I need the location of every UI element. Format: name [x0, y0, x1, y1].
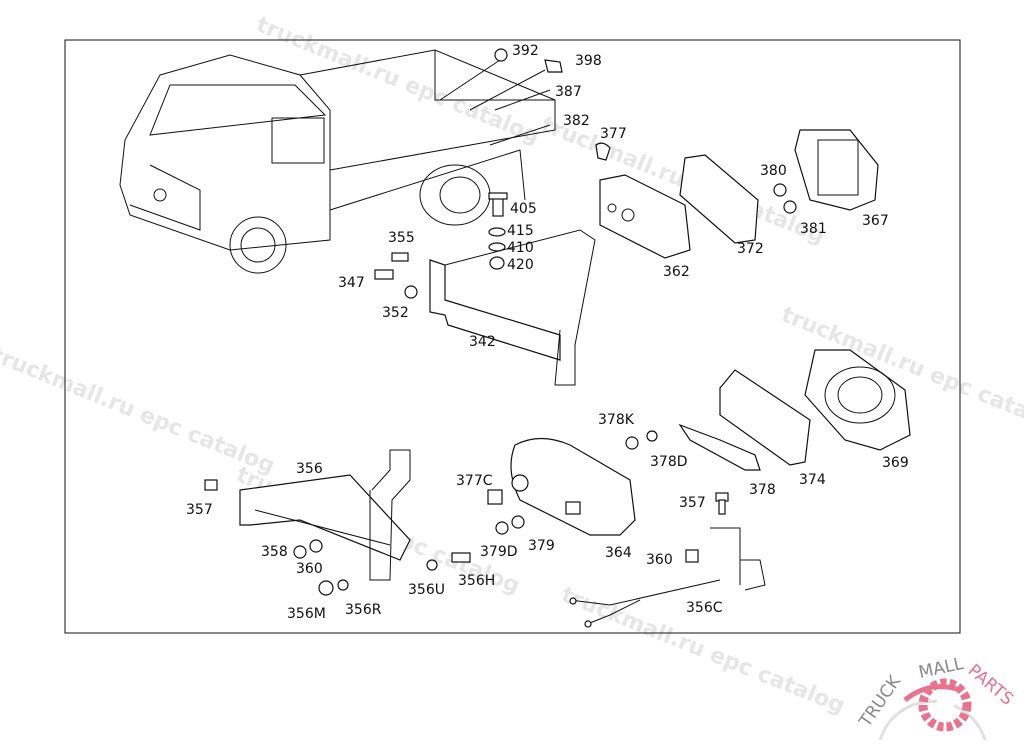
parts	[204, 48, 911, 628]
part-label: 381	[800, 221, 827, 237]
part-label: 392	[512, 43, 539, 59]
part-label: 360	[646, 552, 673, 568]
svg-text:TRUCK: TRUCK	[855, 671, 906, 731]
part-label: 405	[510, 201, 537, 217]
part-label: 356M	[287, 606, 326, 622]
part-label: 356H	[458, 573, 495, 589]
watermark: truckmall.ru epc catalog	[253, 12, 543, 149]
part-label: 357	[679, 495, 706, 511]
part-label: 356	[296, 461, 323, 477]
svg-text:MALL: MALL	[917, 654, 966, 683]
part-label: 382	[563, 113, 590, 129]
part-label: 378K	[598, 412, 635, 428]
part-label: 380	[760, 163, 787, 179]
part-label: 379	[528, 538, 555, 554]
part-label: 379D	[480, 544, 518, 560]
part-labels: 392 398 387 382 377 380 381 367 372 362 …	[186, 43, 909, 622]
part-label: 377	[600, 126, 627, 142]
part-label: 372	[737, 241, 764, 257]
truckmall-parts-logo: TRUCK MALL PARTS	[855, 654, 1017, 741]
part-label: 398	[575, 53, 602, 69]
part-label: 360	[296, 561, 323, 577]
part-label: 374	[799, 472, 826, 488]
truck-drawing	[119, 49, 556, 274]
part-label: 369	[882, 455, 909, 471]
part-label: 367	[862, 213, 889, 229]
part-label: 362	[663, 264, 690, 280]
part-label: 415	[507, 223, 534, 239]
part-label: 378	[749, 482, 776, 498]
part-label: 356R	[345, 602, 382, 618]
part-label: 356C	[686, 600, 723, 616]
svg-text:PARTS: PARTS	[964, 661, 1017, 710]
part-label: 356U	[408, 582, 445, 598]
part-label: 342	[469, 334, 496, 350]
part-label: 364	[605, 545, 632, 561]
part-label: 387	[555, 84, 582, 100]
part-label: 355	[388, 230, 415, 246]
part-label: 410	[507, 240, 534, 256]
part-label: 347	[338, 275, 365, 291]
part-label: 358	[261, 544, 288, 560]
part-label: 352	[382, 305, 409, 321]
watermark: truckmall.ru epc catalog	[0, 342, 278, 479]
part-label: 377C	[456, 473, 493, 489]
part-label: 357	[186, 502, 213, 518]
diagram-frame	[64, 39, 961, 634]
part-label: 378D	[650, 454, 688, 470]
part-label: 420	[507, 257, 534, 273]
